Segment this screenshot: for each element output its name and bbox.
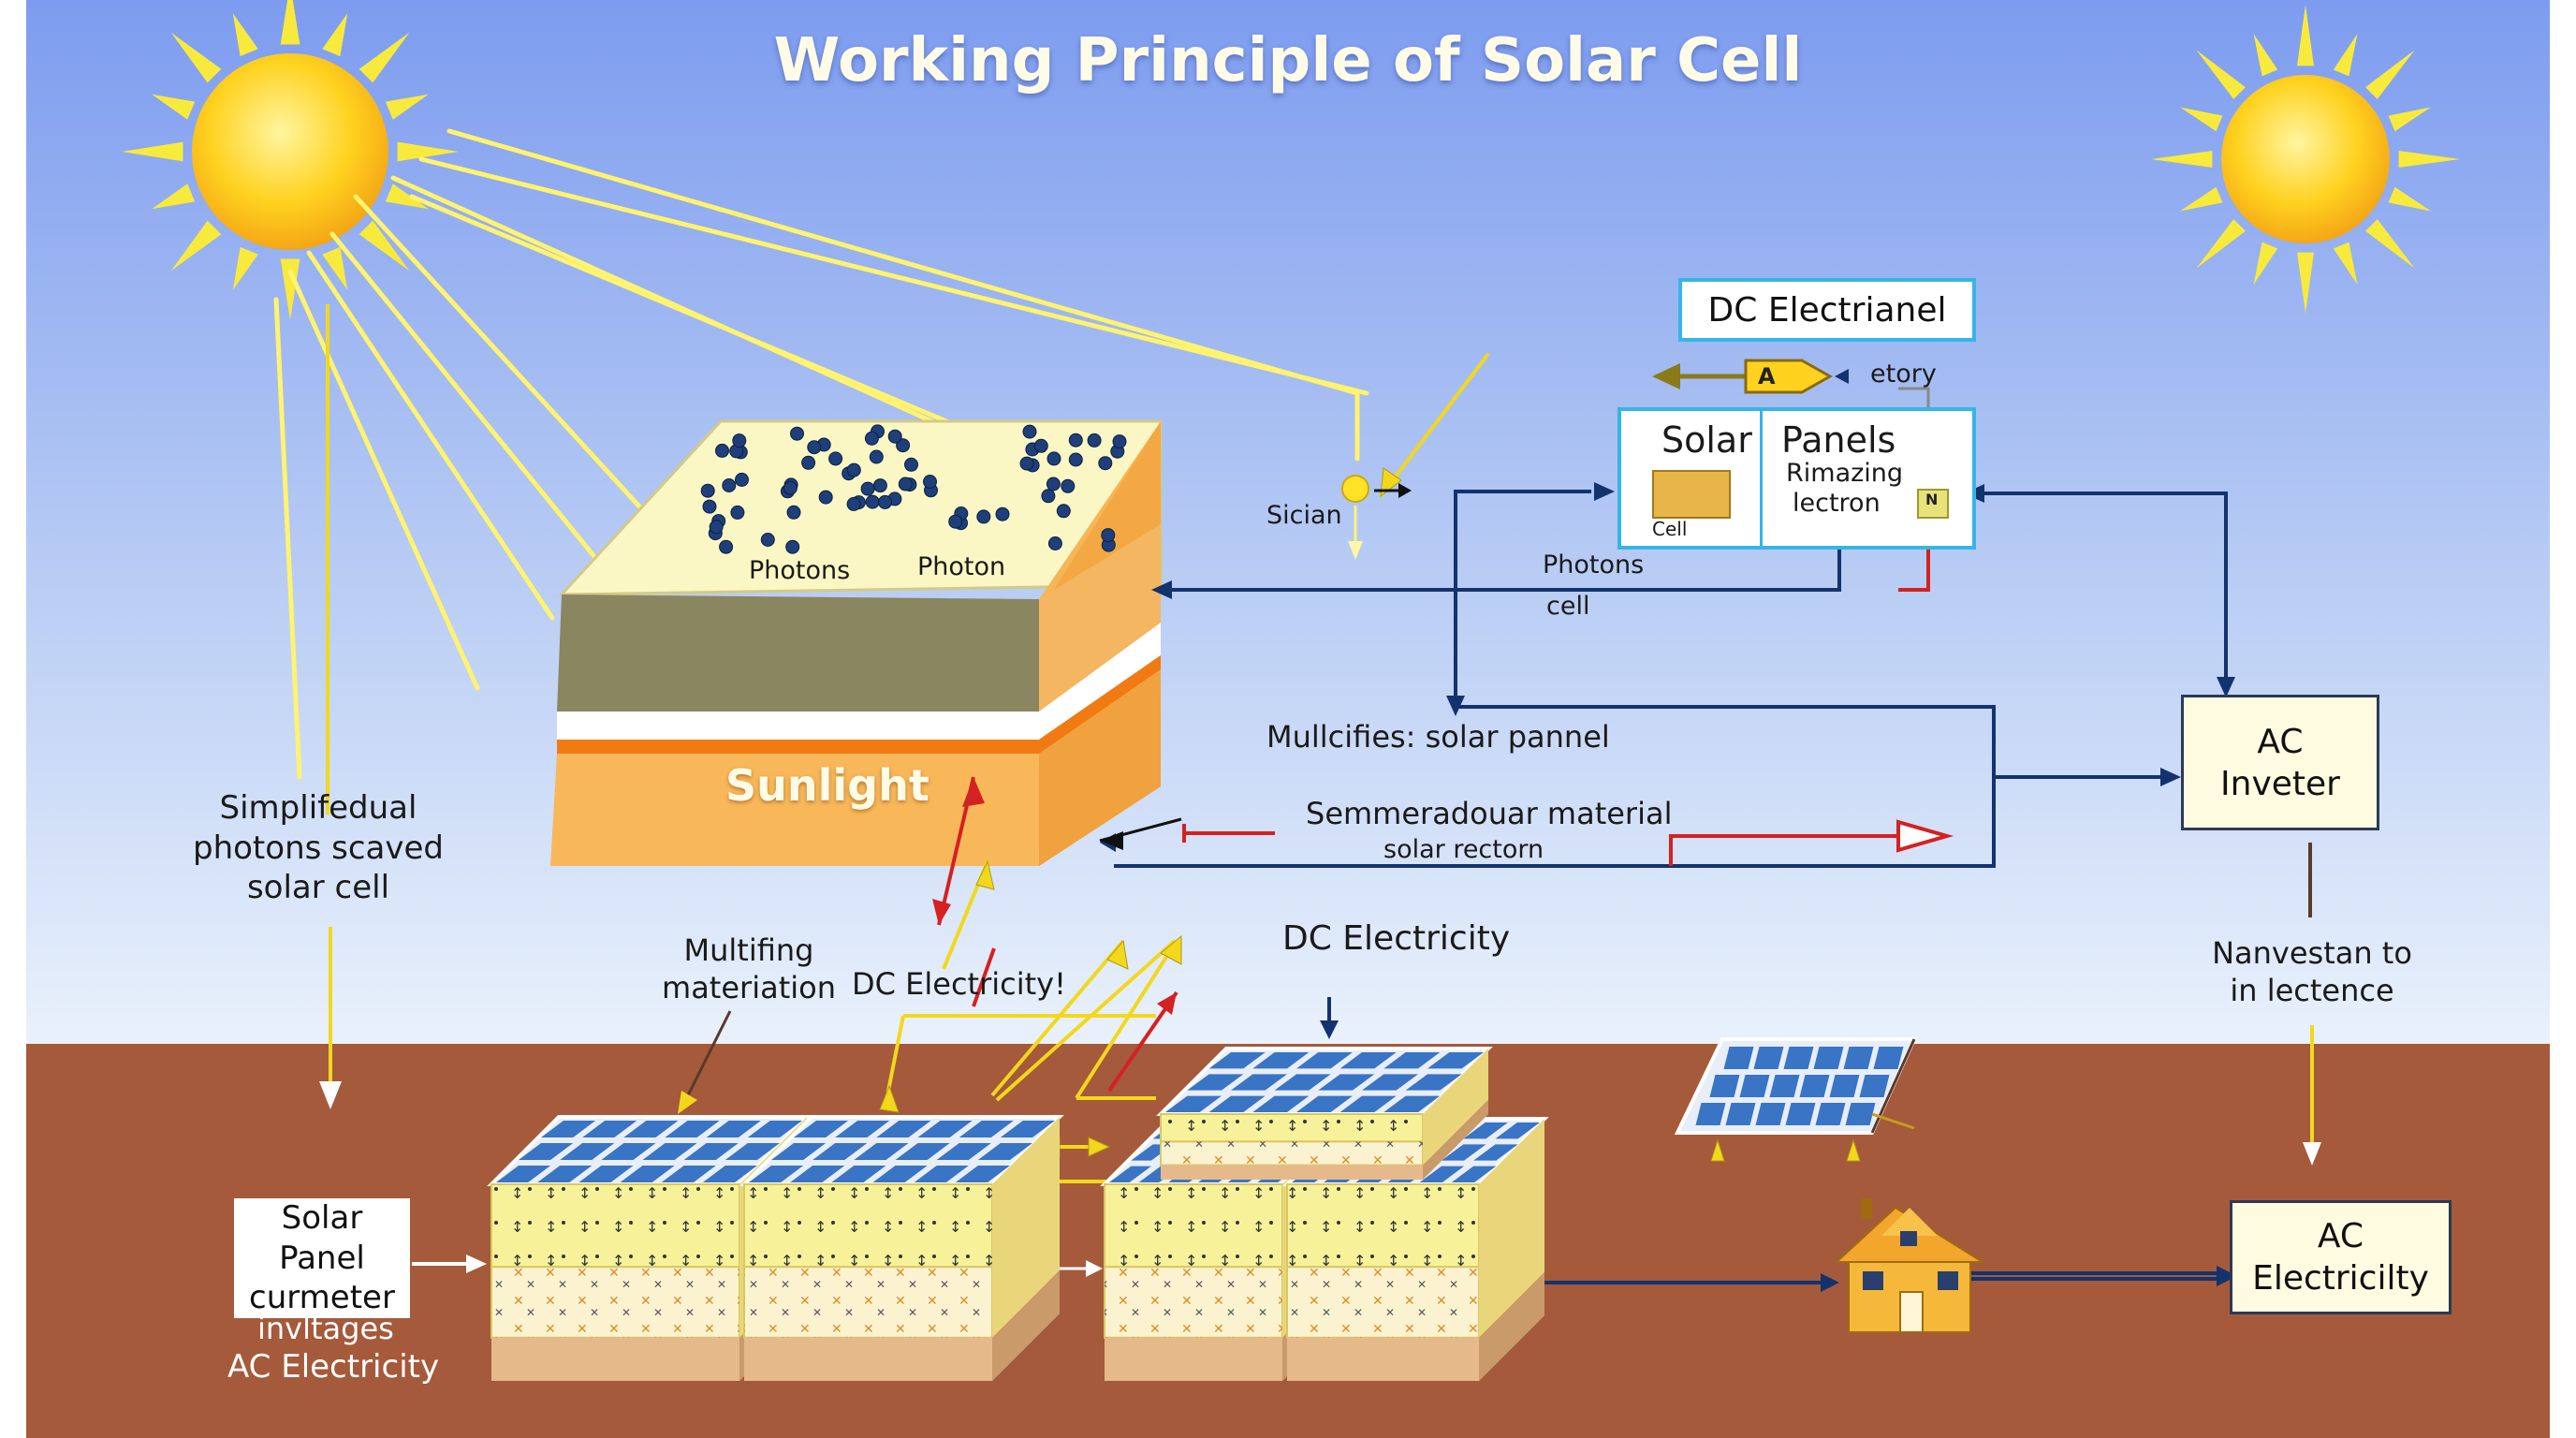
amp-tag-icon bbox=[1744, 359, 1834, 394]
n-chip-icon bbox=[1917, 489, 1949, 519]
amp-tag-label: A bbox=[1758, 363, 1776, 389]
solar-panel-meter-box: Solar Panel curmeter bbox=[234, 1198, 410, 1318]
photon-dot-icon bbox=[1341, 475, 1369, 503]
solar-panel-icon bbox=[1674, 1037, 1918, 1135]
sun-icon bbox=[122, 0, 459, 320]
semiconductor-label-line1: Semmeradouar material bbox=[1306, 796, 1673, 831]
right-border bbox=[2550, 0, 2576, 1438]
dc-panel-right-title: Panels bbox=[1781, 419, 1896, 461]
simplified-label: Simplifedual photons scaved solar cell bbox=[193, 789, 444, 906]
sky-background bbox=[26, 0, 2550, 1044]
sun-icon bbox=[2151, 5, 2460, 314]
photon-dots bbox=[700, 424, 1127, 554]
cell-chip-icon bbox=[1652, 470, 1731, 519]
hollow-arrowhead bbox=[1896, 819, 1954, 853]
cell-front-face bbox=[550, 754, 1039, 866]
dc-panel-right-line2: Rimazing bbox=[1786, 459, 1904, 488]
photons-top-label: Photons bbox=[749, 556, 851, 585]
sunlight-label: Sunlight bbox=[725, 760, 929, 811]
solar-panel-blocks bbox=[487, 1047, 1549, 1381]
navy-connectors bbox=[1114, 490, 2228, 1284]
nanvestan-label: Nanvestan to in lectence bbox=[2212, 935, 2412, 1008]
cell-mid-label: cell bbox=[1546, 592, 1590, 621]
dc-electricity-excl-label: DC Electricity! bbox=[852, 966, 1066, 1002]
yellow-connectors bbox=[326, 304, 2314, 1183]
dc-panel-divider bbox=[1760, 409, 1763, 548]
dc-electricity-label: DC Electricity bbox=[1282, 919, 1511, 958]
sician-label: Sician bbox=[1266, 501, 1342, 530]
dc-panel-left-title: Solar bbox=[1661, 419, 1752, 461]
ac-electricity-box: AC Electricilty bbox=[2230, 1200, 2452, 1314]
semiconductor-label-line2: solar rectorn bbox=[1383, 835, 1544, 864]
multicities-label: Mullcifies: solar pannel bbox=[1266, 719, 1610, 755]
diagram-title: Working Principle of Solar Cell bbox=[773, 26, 1803, 95]
sun-rays bbox=[273, 128, 1369, 780]
n-chip-label: N bbox=[1925, 491, 1939, 508]
dc-panel-right-line3: lectron bbox=[1793, 489, 1881, 518]
white-arrowhead bbox=[2303, 1142, 2321, 1166]
multifying-label: Multifing materiation bbox=[662, 932, 836, 1005]
ac-inverter-box: AC Inveter bbox=[2181, 695, 2379, 830]
dark-layer bbox=[557, 594, 1039, 712]
dc-panel-arrow-text: etory bbox=[1870, 360, 1937, 389]
photon-top-label: Photon bbox=[917, 552, 1006, 581]
house-icon bbox=[1834, 1198, 1986, 1333]
photons-mid-label: Photons bbox=[1543, 550, 1645, 580]
white-arrowhead bbox=[319, 1081, 342, 1109]
dc-panel-header-box: DC Electrianel bbox=[1678, 278, 1976, 342]
left-border bbox=[0, 0, 26, 1438]
dc-panel-cell-label: Cell bbox=[1652, 518, 1688, 540]
panel-caption-line2: AC Electricity bbox=[227, 1348, 440, 1386]
